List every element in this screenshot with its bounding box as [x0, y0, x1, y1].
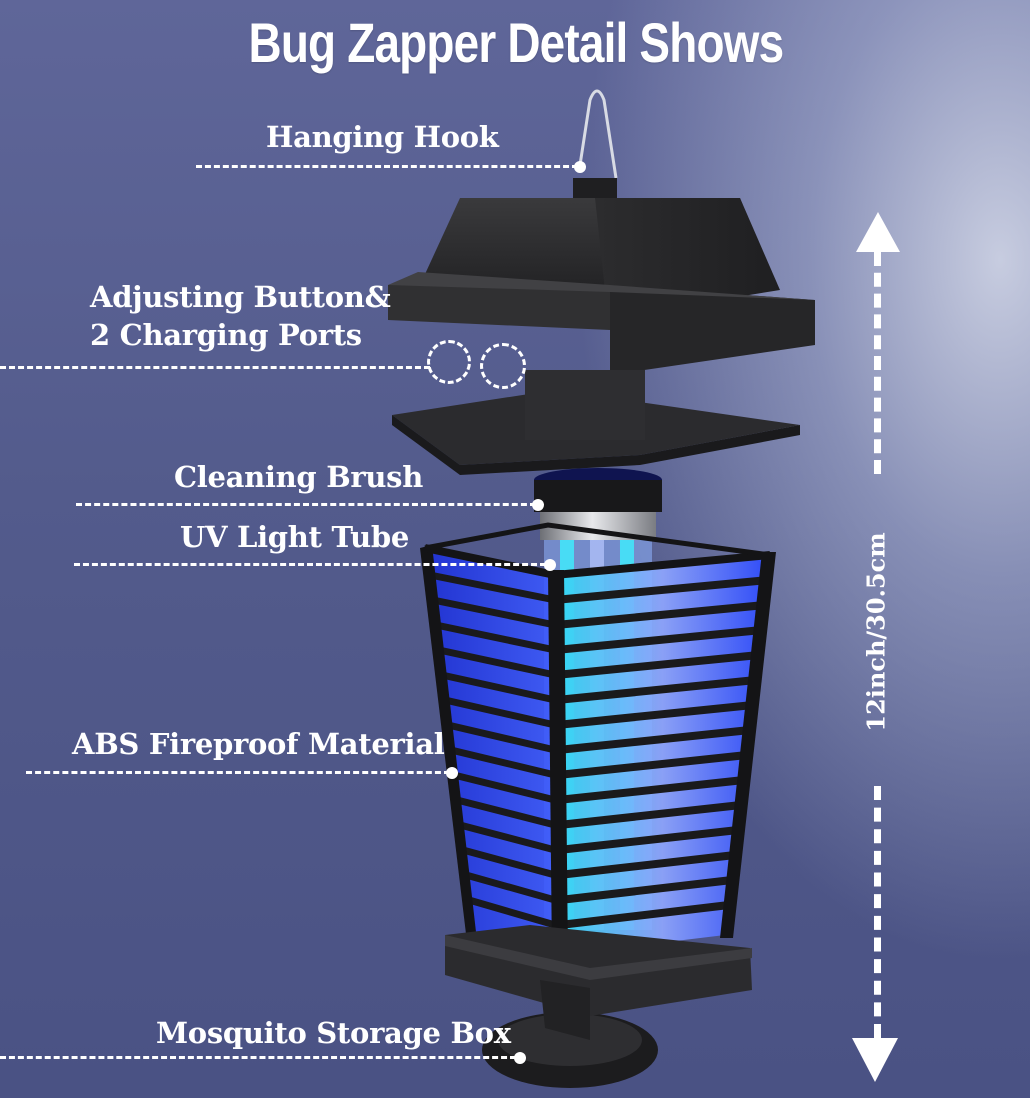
callout-storage-box-label: Mosquito Storage Box	[156, 1016, 511, 1050]
callout-storage-box-dot	[514, 1052, 526, 1064]
callout-cleaning-brush-leader	[76, 503, 536, 506]
callout-adjusting-button-leader	[0, 366, 430, 369]
dimension-arrow-down-icon	[852, 1038, 898, 1082]
callout-hanging-hook-dot	[574, 161, 586, 173]
charging-ports-highlight-icon	[480, 343, 526, 389]
callout-hanging-hook-label: Hanging Hook	[266, 120, 499, 154]
page-title: Bug Zapper Detail Shows	[248, 11, 784, 74]
callout-adjusting-button-line1: Adjusting Button&	[90, 280, 391, 314]
callout-hanging-hook-leader	[196, 165, 578, 168]
callout-abs-material-leader	[26, 771, 450, 774]
dimension-line-top	[874, 252, 881, 474]
callout-uv-light-tube-label: UV Light Tube	[180, 520, 409, 554]
callout-storage-box-leader	[0, 1056, 516, 1059]
top-cap	[388, 178, 815, 475]
callout-adjusting-button-line2: 2 Charging Ports	[90, 318, 362, 352]
callout-abs-material-label: ABS Fireproof Material	[72, 727, 445, 761]
callout-cleaning-brush-label: Cleaning Brush	[174, 460, 423, 494]
callout-uv-light-tube-leader	[74, 563, 546, 566]
adjusting-button-highlight-icon	[427, 340, 471, 384]
dimension-arrow-up-icon	[856, 212, 900, 252]
callout-abs-material-dot	[446, 767, 458, 779]
mosquito-storage-box-part	[445, 925, 752, 1088]
dimension-label: 12inch/30.5cm	[861, 532, 891, 732]
callout-cleaning-brush-dot	[532, 499, 544, 511]
hanging-hook-icon	[578, 89, 618, 179]
callout-uv-light-tube-dot	[544, 559, 556, 571]
cage-left-face	[420, 545, 556, 950]
callout-adjusting-button-label: Adjusting Button& 2 Charging Ports	[90, 278, 391, 354]
cleaning-brush-part	[534, 468, 662, 540]
cage-right-face	[424, 522, 776, 960]
dimension-line-bottom	[874, 786, 881, 1038]
